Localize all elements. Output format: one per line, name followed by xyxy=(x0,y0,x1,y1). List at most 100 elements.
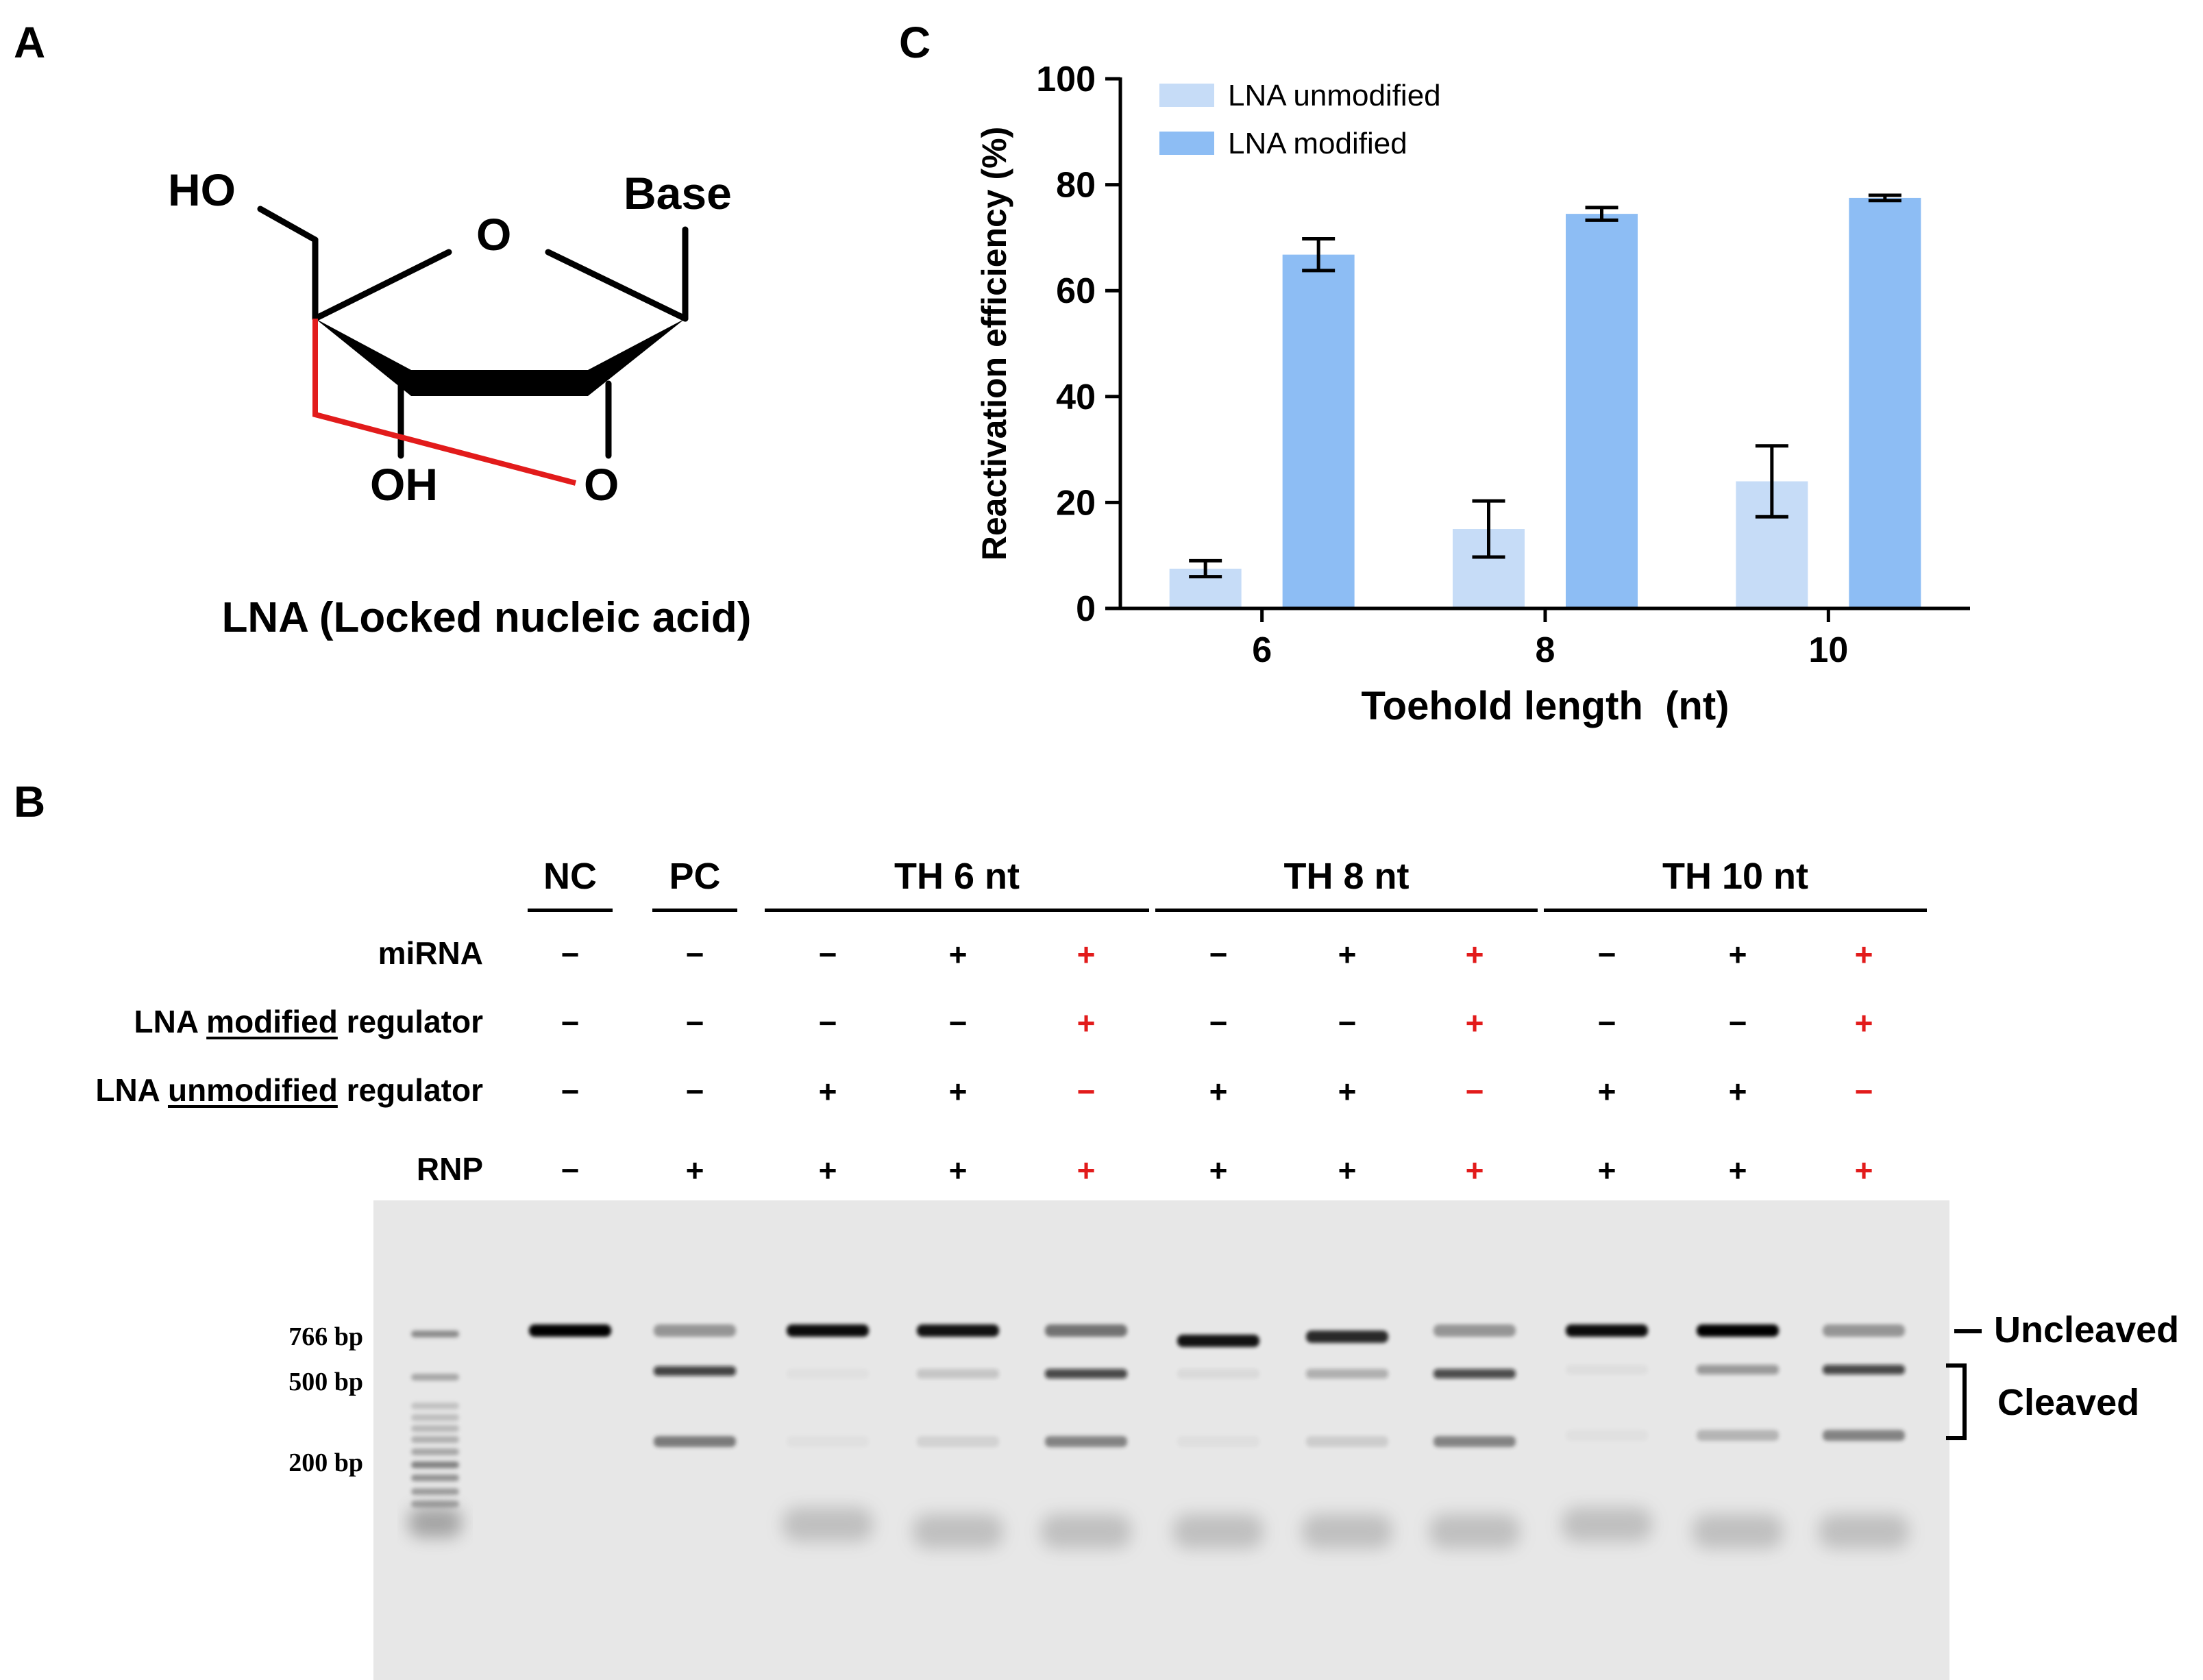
gel-condition-symbol: − xyxy=(561,1074,580,1109)
uncleaved-band xyxy=(1697,1324,1779,1337)
bridge-oxygen-label: O xyxy=(584,459,619,510)
gel-condition-symbol: − xyxy=(1209,1005,1228,1041)
primer-smear xyxy=(1429,1514,1520,1548)
cleaved-band-small xyxy=(1823,1430,1905,1441)
gel-condition-symbol: − xyxy=(948,1005,968,1041)
cleaved-band-large xyxy=(917,1369,999,1379)
gel-group-label: TH 6 nt xyxy=(894,856,1020,897)
gel-group-label: TH 10 nt xyxy=(1662,856,1809,897)
gel-condition-symbol: + xyxy=(1728,1152,1747,1188)
ladder-band xyxy=(411,1425,459,1432)
gel-condition-symbol: − xyxy=(818,937,837,972)
error-bar xyxy=(1189,558,1222,579)
primer-smear xyxy=(1173,1514,1264,1548)
gel-image xyxy=(373,1200,1949,1680)
ho-label: HO xyxy=(168,164,236,215)
y-tick-label: 0 xyxy=(1076,589,1096,629)
panel-label-c: C xyxy=(899,18,931,67)
gel-condition-symbol: + xyxy=(1209,1152,1228,1188)
structure-caption: LNA (Locked nucleic acid) xyxy=(222,594,752,641)
gel-group-label: PC xyxy=(669,856,721,897)
sample-bands xyxy=(529,1324,1909,1548)
uncleaved-band xyxy=(917,1324,999,1337)
cleaved-band-small xyxy=(654,1436,736,1447)
error-bar xyxy=(1585,206,1619,222)
gel-condition-symbol: + xyxy=(1076,937,1096,972)
gel-condition-symbol: + xyxy=(1338,1152,1357,1188)
row-label-text: RNP xyxy=(416,1151,483,1187)
cleaved-bracket xyxy=(1946,1363,1967,1440)
gel-group-label: TH 8 nt xyxy=(1283,856,1410,897)
cleaved-band-large xyxy=(1566,1365,1648,1374)
gel-condition-symbol: + xyxy=(1465,937,1484,972)
bars xyxy=(1169,193,1921,608)
gel-row-label: LNA modified regulator xyxy=(134,1006,483,1037)
uncleaved-band xyxy=(1433,1324,1516,1337)
base-label: Base xyxy=(624,168,732,219)
gel-condition-symbol: + xyxy=(1597,1152,1616,1188)
uncleaved-band xyxy=(1823,1324,1905,1337)
gel-condition-symbol: − xyxy=(1854,1074,1873,1109)
ladder-size-label: 766 bp xyxy=(288,1322,363,1351)
row-label-text: LNA xyxy=(95,1072,168,1108)
lna-structure: HO Base O OH O LNA (Locked nucleic acid) xyxy=(168,164,752,641)
ladder-band xyxy=(411,1374,459,1381)
cleaved-band-large xyxy=(654,1366,736,1376)
cleaved-band-small xyxy=(1177,1436,1259,1447)
row-label-emphasis: unmodified xyxy=(167,1072,338,1108)
legend-label: LNA unmodified xyxy=(1228,79,1441,112)
gel-condition-symbol: − xyxy=(1338,1005,1357,1041)
cleaved-label: Cleaved xyxy=(1997,1382,2140,1423)
gel-condition-symbol: + xyxy=(1338,937,1357,972)
gel-condition-symbol: − xyxy=(685,1005,704,1041)
gel-group-underline xyxy=(652,909,737,912)
x-tick-label: 10 xyxy=(1808,630,1848,670)
legend-swatch xyxy=(1159,132,1214,155)
gel-condition-symbol: − xyxy=(685,937,704,972)
gel-condition-symbol: + xyxy=(1597,1074,1616,1109)
gel-condition-symbol: + xyxy=(1465,1152,1484,1188)
gel-condition-symbol: − xyxy=(1597,937,1616,972)
gel-group-underline xyxy=(1155,909,1538,912)
ladder-band xyxy=(411,1331,459,1337)
row-label-text: regulator xyxy=(337,1004,483,1039)
gel-condition-symbol: + xyxy=(1728,1074,1747,1109)
gel-condition-symbol: + xyxy=(1076,1005,1096,1041)
ladder-size-label: 500 bp xyxy=(288,1368,363,1396)
y-tick-label: 80 xyxy=(1056,166,1096,206)
row-label-emphasis: modified xyxy=(206,1004,338,1039)
gel-group-label: NC xyxy=(543,856,597,897)
ladder-band xyxy=(408,1507,462,1537)
cleaved-band-small xyxy=(917,1436,999,1447)
ladder-band xyxy=(411,1403,459,1409)
gel-row-label: LNA unmodified regulator xyxy=(95,1074,483,1106)
gel-condition-symbol: + xyxy=(948,937,968,972)
ladder-bands xyxy=(408,1331,462,1537)
bar xyxy=(1849,197,1921,608)
gel-condition-symbol: + xyxy=(948,1152,968,1188)
gel-condition-symbol: − xyxy=(1076,1074,1096,1109)
gel-row-label: RNP xyxy=(417,1153,483,1185)
y-tick-label: 60 xyxy=(1056,271,1096,311)
primer-smear xyxy=(783,1507,873,1542)
gel-group-underline xyxy=(765,909,1149,912)
cleaved-band-large xyxy=(1177,1369,1259,1379)
primer-smear xyxy=(1302,1514,1392,1548)
error-bar xyxy=(1302,236,1336,273)
gel-condition-symbol: − xyxy=(561,937,580,972)
cleaved-band-large xyxy=(1697,1365,1779,1374)
gel-condition-symbol: − xyxy=(561,1152,580,1188)
error-bar xyxy=(1472,499,1505,559)
gel-condition-symbol: + xyxy=(1209,1074,1228,1109)
gel-group-underline xyxy=(528,909,613,912)
gel-condition-symbol: + xyxy=(818,1074,837,1109)
uncleaved-band xyxy=(529,1324,611,1337)
uncleaved-band xyxy=(654,1324,736,1337)
cleaved-band-small xyxy=(1433,1436,1516,1447)
cleaved-band-small xyxy=(1566,1430,1648,1441)
cleaved-band-large xyxy=(787,1369,869,1379)
